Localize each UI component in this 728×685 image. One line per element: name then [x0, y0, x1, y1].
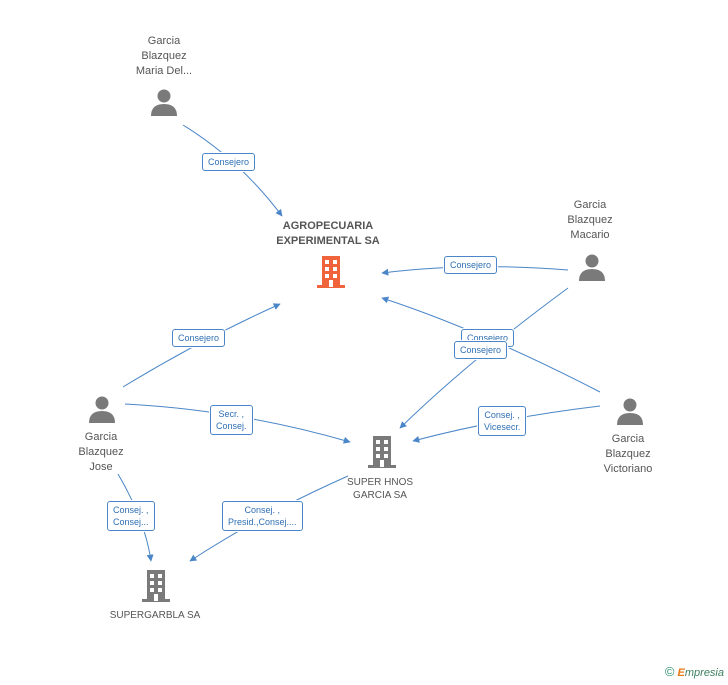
edge-label-victoriano-superhnos[interactable]: Consej. , Vicesecr.	[478, 406, 527, 436]
node-label-garcia-macario[interactable]: Garcia Blazquez Macario	[567, 199, 613, 241]
node-label-super-hnos[interactable]: SUPER HNOS GARCIA SA	[346, 477, 414, 501]
person-icon[interactable]	[616, 397, 644, 425]
edge-label-jose-agropecuaria[interactable]: Consejero	[172, 329, 226, 347]
person-icon[interactable]	[578, 253, 606, 281]
building-icon[interactable]	[140, 569, 172, 603]
edge-label-jose-supergarbla[interactable]: Consej. , Consej...	[107, 501, 155, 531]
edge-label-jose-superhnos[interactable]: Secr. , Consej.	[210, 405, 253, 435]
copyright-icon: ©	[664, 664, 675, 679]
empresia-logo: Empresia	[677, 667, 724, 679]
building-icon[interactable]	[315, 255, 347, 289]
footer-brand[interactable]: © Empresia	[665, 664, 724, 679]
node-label-garcia-victoriano[interactable]: Garcia Blazquez Victoriano	[603, 433, 653, 475]
node-label-garcia-maria[interactable]: Garcia Blazquez Maria Del...	[135, 35, 193, 77]
edge-label-macario-agropecuaria[interactable]: Consejero	[444, 256, 498, 274]
edge-label-maria-agropecuaria[interactable]: Consejero	[202, 153, 256, 171]
person-icon[interactable]	[88, 395, 116, 423]
node-label-agropecuaria[interactable]: AGROPECUARIA EXPERIMENTAL SA	[276, 220, 380, 247]
building-icon[interactable]	[366, 435, 398, 469]
node-label-garcia-jose[interactable]: Garcia Blazquez Jose	[78, 431, 124, 473]
edge-label-macario-superhnos[interactable]: Consejero	[454, 341, 508, 359]
node-label-supergarbla[interactable]: SUPERGARBLA SA	[109, 610, 201, 621]
edge-label-superhnos-supergarbla[interactable]: Consej. , Presid.,Consej....	[222, 501, 303, 531]
person-icon[interactable]	[150, 88, 178, 116]
